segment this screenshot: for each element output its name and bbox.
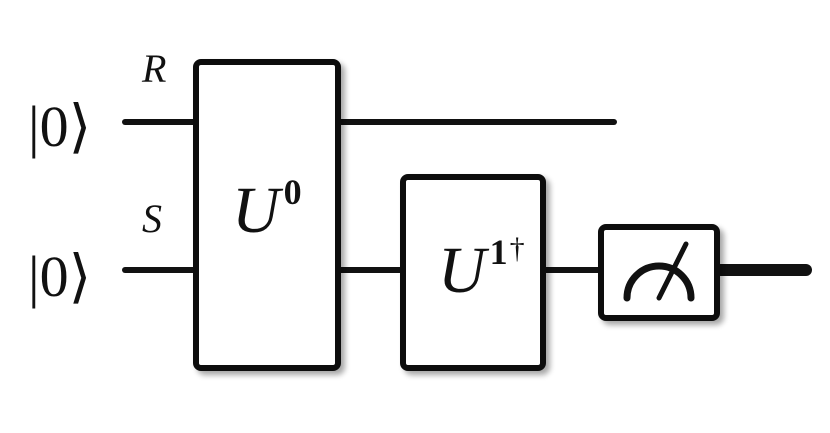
input-ket-top: |0⟩ (28, 94, 91, 159)
gate-u1-dagger-sup: † (510, 232, 525, 265)
measurement-meter-icon (623, 241, 695, 302)
gate-u1-base: U (438, 234, 490, 307)
gate-u0-sup: 0 (284, 172, 302, 212)
measurement-box (598, 224, 720, 321)
gate-u0-base: U (232, 174, 284, 247)
gate-u1-sup: 1 (490, 232, 508, 272)
gate-u1-box (400, 174, 546, 371)
gate-u0-box (193, 59, 341, 371)
input-ket-bottom: |0⟩ (28, 244, 91, 309)
measurement-box-frame (598, 224, 720, 321)
wire-label-r: R (141, 46, 166, 91)
wire-label-s: S (142, 196, 162, 241)
